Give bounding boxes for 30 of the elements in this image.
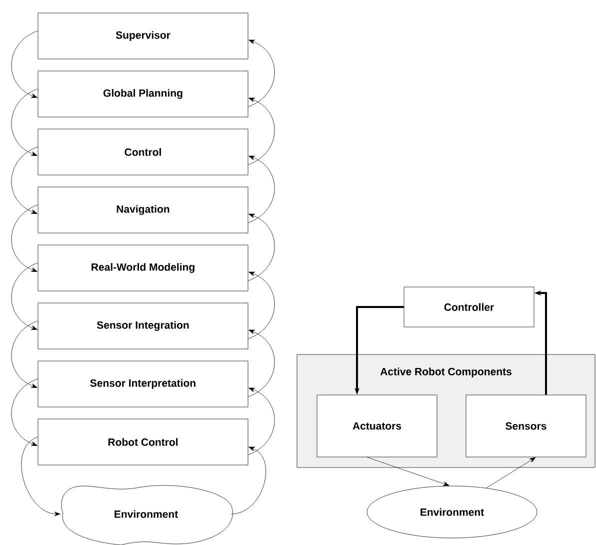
process-box: Navigation — [38, 186, 248, 234]
process-box: Supervisor — [38, 12, 248, 60]
arrow — [21, 436, 60, 516]
process-box: Real-World Modeling — [38, 244, 248, 292]
arrow — [11, 88, 38, 156]
arrow — [11, 378, 38, 446]
arrow — [248, 98, 275, 165]
process-box: Controller — [404, 286, 534, 328]
arrow — [248, 156, 275, 223]
process-box: Global Planning — [38, 70, 248, 118]
arrow — [248, 214, 275, 281]
arrow — [11, 204, 38, 272]
arrow — [11, 30, 38, 98]
process-box: Sensors — [466, 394, 586, 458]
arrow — [366, 457, 450, 486]
arrow — [11, 262, 38, 330]
process-box: Robot Control — [38, 418, 248, 466]
arrow — [248, 272, 275, 339]
process-box: Actuators — [316, 394, 438, 458]
environment-cloud: Environment — [61, 485, 233, 545]
arrow — [11, 146, 38, 214]
process-box: Sensor Interpretation — [38, 360, 248, 408]
process-box: Sensor Integration — [38, 302, 248, 350]
arrow — [11, 320, 38, 388]
arrow — [248, 330, 275, 397]
arrow — [248, 388, 275, 455]
arrow — [231, 446, 266, 514]
arrow — [248, 40, 275, 107]
arrow — [486, 457, 536, 488]
process-box: Control — [38, 128, 248, 176]
